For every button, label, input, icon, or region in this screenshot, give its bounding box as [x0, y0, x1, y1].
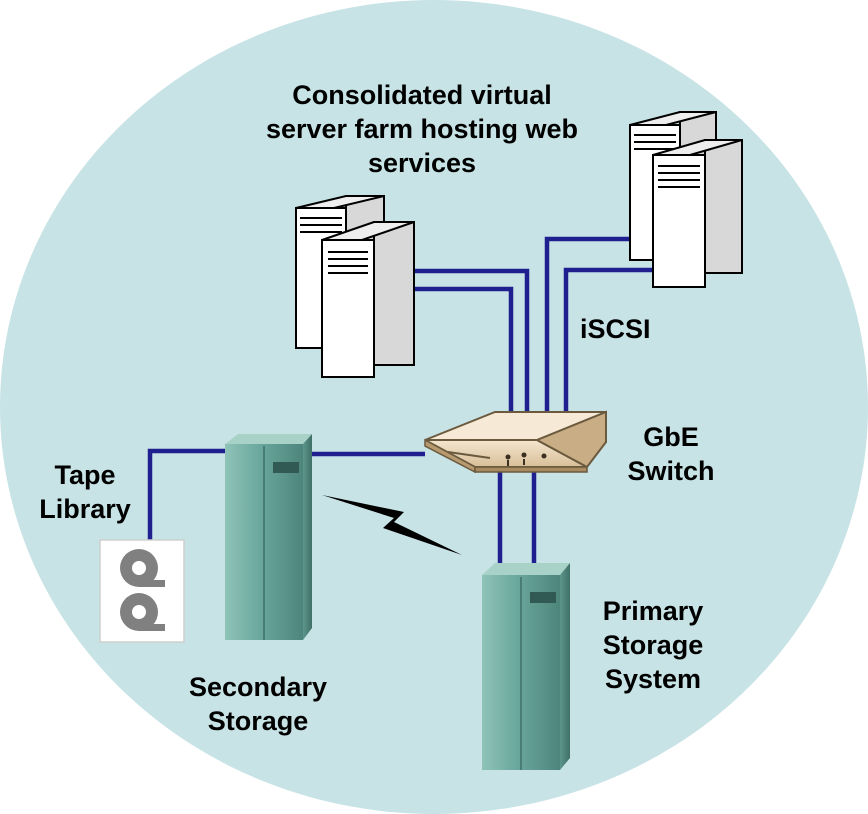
primary-storage-label: Primary Storage System: [602, 596, 704, 694]
network-switch-icon: [424, 410, 607, 474]
tape-reel-icon: [120, 593, 165, 631]
iscsi-label: iSCSI: [580, 314, 651, 344]
server-icon: [321, 221, 415, 378]
secondary-storage-label: Secondary Storage: [188, 672, 328, 736]
secondary-storage-cabinet: [225, 434, 312, 640]
cable-left-server-2: [412, 286, 514, 411]
server-farm-label: Consolidated virtual server farm hosting…: [265, 80, 579, 178]
server-pair-right: [629, 111, 743, 288]
server-icon: [652, 139, 743, 288]
switch-label: GbE Switch: [627, 422, 715, 486]
tape-library-label: Tape Library: [39, 460, 131, 524]
cable-right-server-1: [544, 236, 630, 411]
cable-left-server-1: [412, 268, 530, 411]
tape-library-icon: [99, 539, 185, 643]
primary-storage-cabinet: [482, 563, 570, 770]
server-pair-left: [295, 195, 415, 378]
network-cables: [147, 236, 655, 566]
tape-reel-icon: [120, 549, 165, 587]
lightning-bolt-icon: [322, 495, 462, 555]
cable-right-server-2: [563, 267, 655, 411]
cable-secondary-tape: [147, 448, 232, 540]
